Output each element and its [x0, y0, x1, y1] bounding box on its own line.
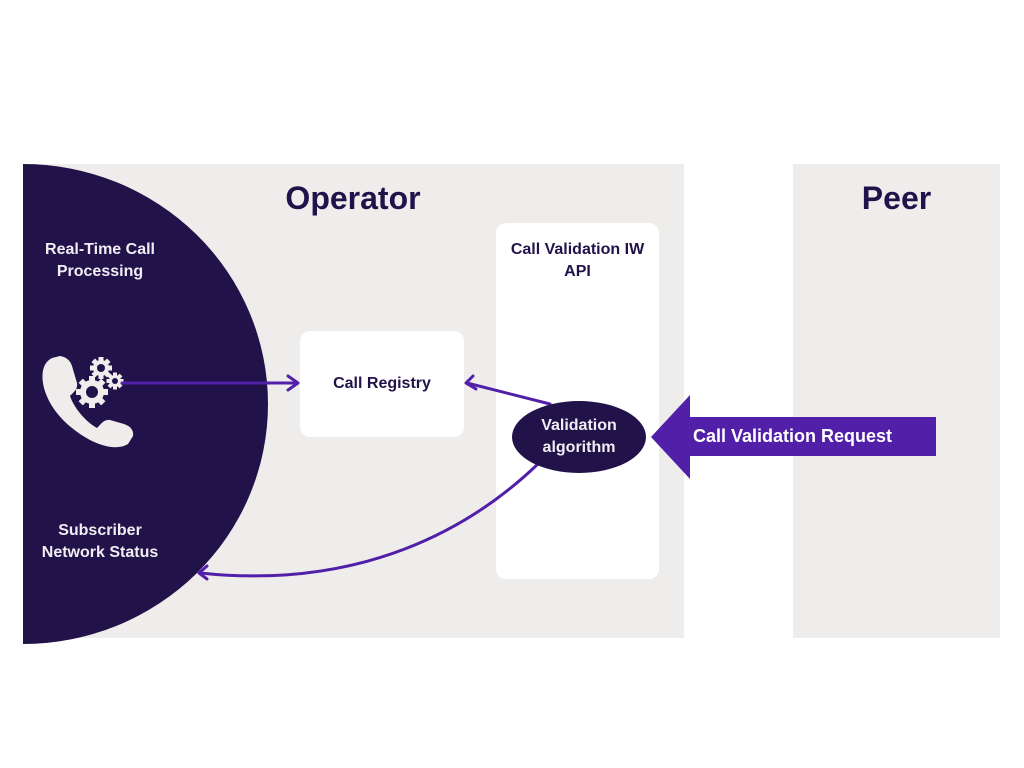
- phone-gears-icon: [42, 356, 134, 448]
- peer-panel: [793, 164, 1000, 638]
- validation-algorithm-node: [512, 401, 646, 473]
- arrow-algorithm-to-subscriber-status: [197, 460, 542, 581]
- call-registry-label: Call Registry: [333, 375, 431, 392]
- subscriber-network-status-label: Subscriber Network Status: [41, 522, 159, 561]
- validation-algorithm-label: Validation algorithm: [541, 417, 617, 456]
- realtime-call-processing-label: Real-Time Call Processing: [45, 241, 155, 280]
- call-validation-request-arrow: [651, 395, 936, 479]
- operator-title: Operator: [285, 180, 421, 216]
- call-validation-api-box: [496, 223, 659, 579]
- arrow-phone-to-registry: [120, 374, 300, 392]
- call-registry-box: [300, 331, 464, 437]
- peer-title: Peer: [861, 180, 932, 216]
- call-validation-api-label: Call Validation IW API: [510, 241, 645, 280]
- realtime-processing-hemisphere: [23, 164, 268, 644]
- call-validation-request-label: Call Validation Request: [693, 426, 893, 446]
- arrow-algorithm-to-registry: [464, 374, 552, 406]
